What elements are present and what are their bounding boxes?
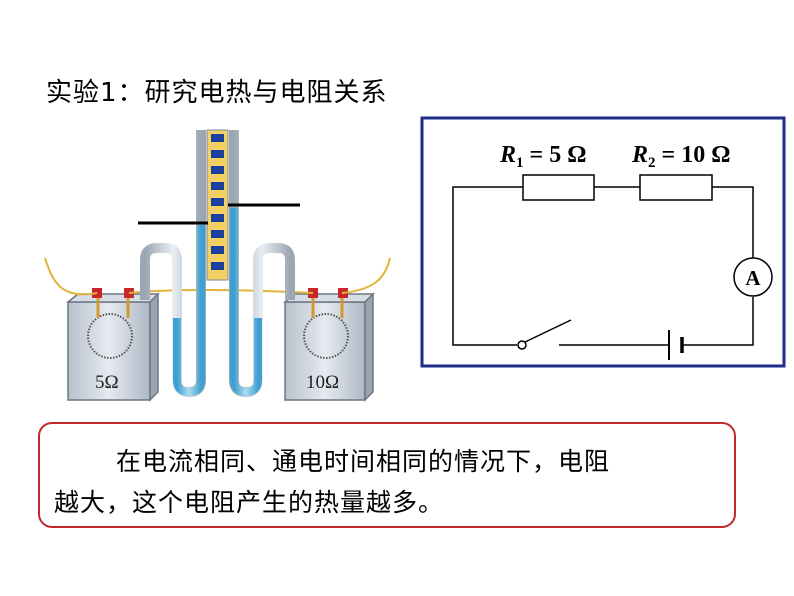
conclusion-text: 在电流相同、通电时间相同的情况下，电阻 越大，这个电阻产生的热量越多。	[40, 424, 734, 526]
left-resistor-label: 5Ω	[95, 372, 119, 393]
page-title: 实验1：研究电热与电阻关系	[46, 78, 388, 108]
left-u-tube	[140, 130, 206, 398]
conclusion-line-1: 在电流相同、通电时间相同的情况下，电阻	[116, 447, 611, 476]
right-container: 10Ω	[282, 288, 375, 402]
resistor-r2	[639, 174, 713, 201]
r1-label: R1 = 5 Ω	[499, 142, 586, 171]
circuit-frame	[420, 116, 786, 368]
ammeter-label: A	[745, 266, 761, 290]
right-resistor-label: 10Ω	[306, 372, 339, 393]
ammeter	[733, 257, 773, 297]
resistor-r1	[522, 174, 595, 201]
r2-label: R2 = 10 Ω	[631, 142, 730, 171]
right-u-tube	[229, 130, 295, 398]
left-heating-coil	[87, 313, 133, 359]
circuit-wires	[452, 186, 754, 346]
conclusion-line-2: 越大，这个电阻产生的热量越多。	[54, 488, 445, 517]
battery	[668, 330, 684, 360]
left-container: 5Ω	[65, 288, 160, 402]
right-heating-coil	[303, 313, 349, 359]
switch	[517, 319, 572, 350]
conclusion-box: 在电流相同、通电时间相同的情况下，电阻 越大，这个电阻产生的热量越多。	[38, 422, 736, 528]
